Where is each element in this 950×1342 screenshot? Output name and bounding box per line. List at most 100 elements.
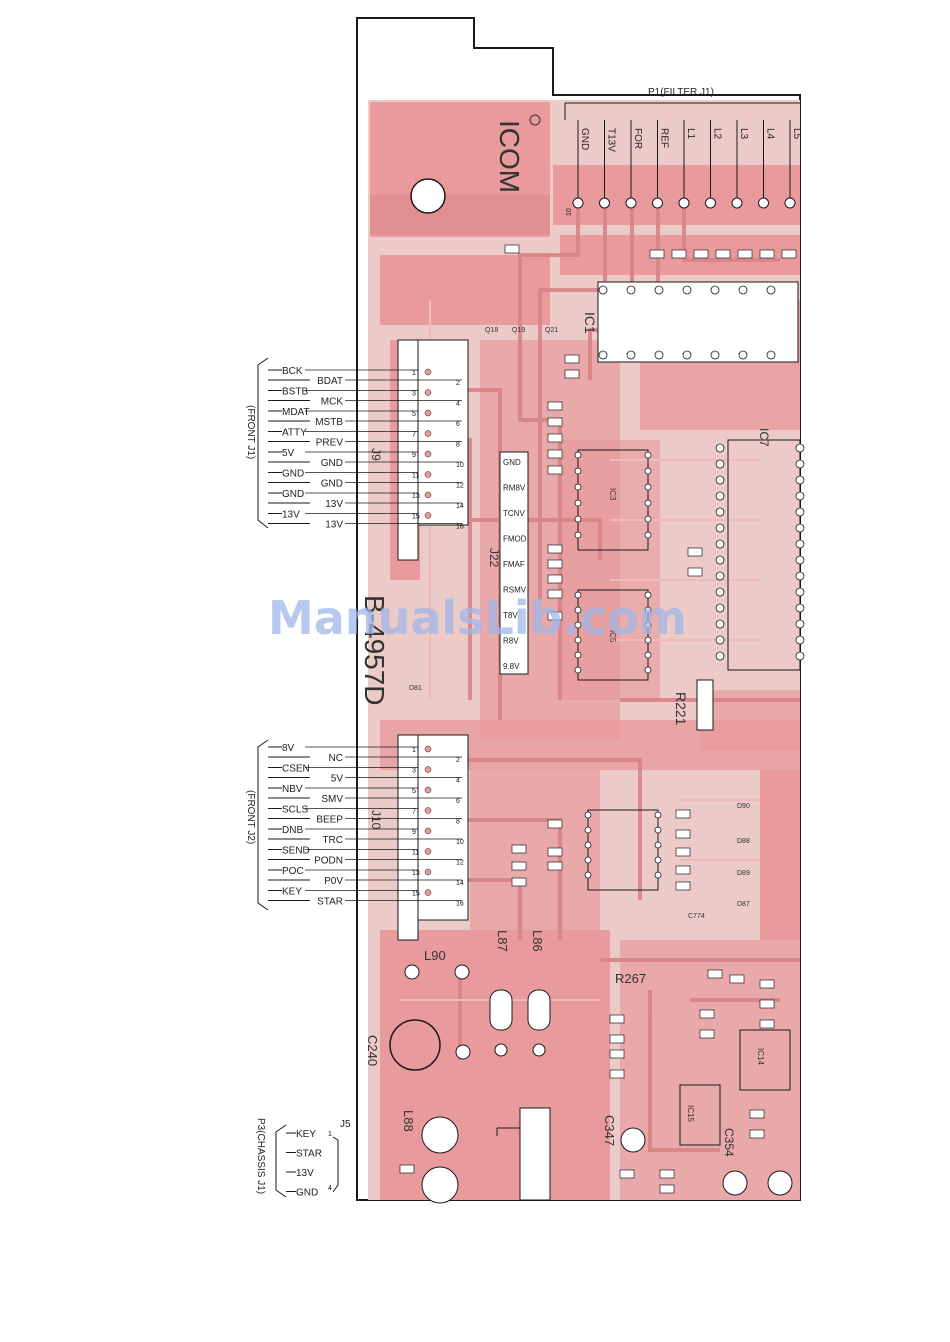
ic-pin-pad: [654, 350, 664, 360]
p1-first-pin: 10: [566, 208, 573, 216]
p1-pin-label: L5: [791, 128, 802, 140]
ic-pin-pad: [795, 555, 805, 565]
ic-pin-pad: [574, 467, 582, 475]
j10-pin-odd: 13: [412, 870, 420, 877]
ic-pin-pad: [715, 475, 725, 485]
j9-pin-odd: 1: [412, 370, 416, 377]
j10-ref: J10: [369, 810, 383, 830]
ic-pin-pad: [574, 606, 582, 614]
j10-pad: [424, 807, 432, 814]
front-j1-harness: (FRONT J1) BCKBSTBMDATATTY5VGNDGND13VBDA…: [245, 357, 462, 531]
p3-label: KEY: [296, 1129, 316, 1140]
ic-pin-pad: [795, 619, 805, 629]
j9-pin-even: 12: [456, 483, 464, 490]
j10-left-label: 8V: [282, 743, 295, 754]
j9-pin-odd: 5: [412, 411, 416, 418]
ic-pin-pad: [584, 871, 592, 879]
c347-label: C347: [602, 1115, 617, 1146]
ic-pin-pad: [795, 603, 805, 613]
ic-pin-pad: [738, 350, 748, 360]
c774-label: C774: [688, 913, 705, 920]
ic-pin-pad: [584, 811, 592, 819]
ic1-label: IC1: [582, 312, 598, 334]
p1-pin-label: REF: [659, 128, 670, 148]
smd-part: [687, 567, 703, 577]
smd-part: [693, 249, 709, 259]
j9-right-label: GND: [321, 458, 343, 469]
j9-pin-even: 10: [456, 462, 464, 469]
j10-pin-even: 14: [456, 880, 464, 887]
smd-part: [759, 999, 775, 1009]
j10-pad: [424, 868, 432, 876]
ic-pin-pad: [795, 587, 805, 597]
ic-pin-pad: [644, 591, 652, 599]
j9-left-label: MDAT: [282, 407, 310, 418]
j9-pin-even: 8: [456, 442, 460, 449]
ic-pin-pad: [715, 523, 725, 533]
j22-pin-label: TCNV: [503, 509, 525, 518]
ic-pin-pad: [795, 507, 805, 517]
smd-part: [609, 1049, 625, 1059]
j10-pad: [424, 745, 432, 753]
j10-right-label: NC: [329, 753, 343, 764]
p1-pin-pad: [678, 197, 690, 209]
smd-part: [609, 1069, 625, 1079]
j22-ref: J22: [487, 548, 501, 568]
j22-pin-label: FMOD: [503, 535, 527, 544]
front-j2-harness: (FRONT J2) 8VCSENNBVSCLSDNBSENDPOCKEYNC5…: [245, 739, 462, 911]
ic14-label: IC14: [756, 1048, 765, 1065]
d90-label: D90: [737, 803, 750, 810]
smd-part: [547, 819, 563, 829]
smd-part: [675, 847, 691, 857]
j22-pin-label: RSMV: [503, 586, 527, 595]
ic-pin-pad: [654, 871, 662, 879]
smd-part: [707, 969, 723, 979]
l90-label: L90: [424, 948, 446, 963]
j9-pin-odd: 13: [412, 493, 420, 500]
p3-pin-first: 1: [328, 1131, 332, 1138]
p1-pin-pad: [758, 197, 769, 209]
ic5-label: IC5: [608, 630, 617, 643]
j9-left-label: 13V: [282, 510, 300, 521]
p3-group-label: P3(CHASSIS J1): [255, 1118, 266, 1194]
j9-left-label: GND: [282, 469, 304, 480]
smd-part: [659, 1169, 675, 1179]
smd-part: [547, 544, 563, 554]
smd-part: [619, 1169, 635, 1179]
ic-pin-pad: [795, 539, 805, 549]
j9-right-label: PREV: [316, 438, 344, 449]
smd-part: [729, 974, 745, 984]
ic-pin-pad: [654, 826, 662, 834]
j22-pin-label: T8V: [503, 611, 518, 620]
ic-pin-pad: [715, 555, 725, 565]
ic-pin-pad: [682, 350, 692, 360]
j10-pin-odd: 9: [412, 829, 416, 836]
smd-part: [511, 844, 527, 854]
j9-pad: [424, 491, 432, 499]
ic-pin-pad: [715, 507, 725, 517]
smd-part: [687, 547, 703, 557]
smd-part: [675, 881, 691, 891]
j10-pin-odd: 7: [412, 809, 416, 816]
ic-pin-pad: [715, 587, 725, 597]
ic-pin-pad: [795, 635, 805, 645]
ic-pin-pad: [644, 666, 652, 674]
ic-pin-pad: [584, 841, 592, 849]
smd-part: [511, 861, 527, 871]
ic-outlines: [577, 281, 801, 1146]
j9-left-label: 5V: [282, 448, 295, 459]
smd-part: [547, 861, 563, 871]
c354-label: C354: [722, 1128, 736, 1157]
board-title: B-4957D: [359, 595, 390, 706]
ic-pin-pad: [644, 515, 652, 523]
smd-parts: [399, 244, 797, 1194]
j10-right-label: P0V: [324, 876, 343, 887]
smd-part: [547, 574, 563, 584]
q21-label: Q21: [545, 327, 558, 334]
ic-pin-pad: [715, 619, 725, 629]
j10-pin-odd: 5: [412, 788, 416, 795]
watermark-text: ManualsLib.com: [268, 591, 687, 645]
